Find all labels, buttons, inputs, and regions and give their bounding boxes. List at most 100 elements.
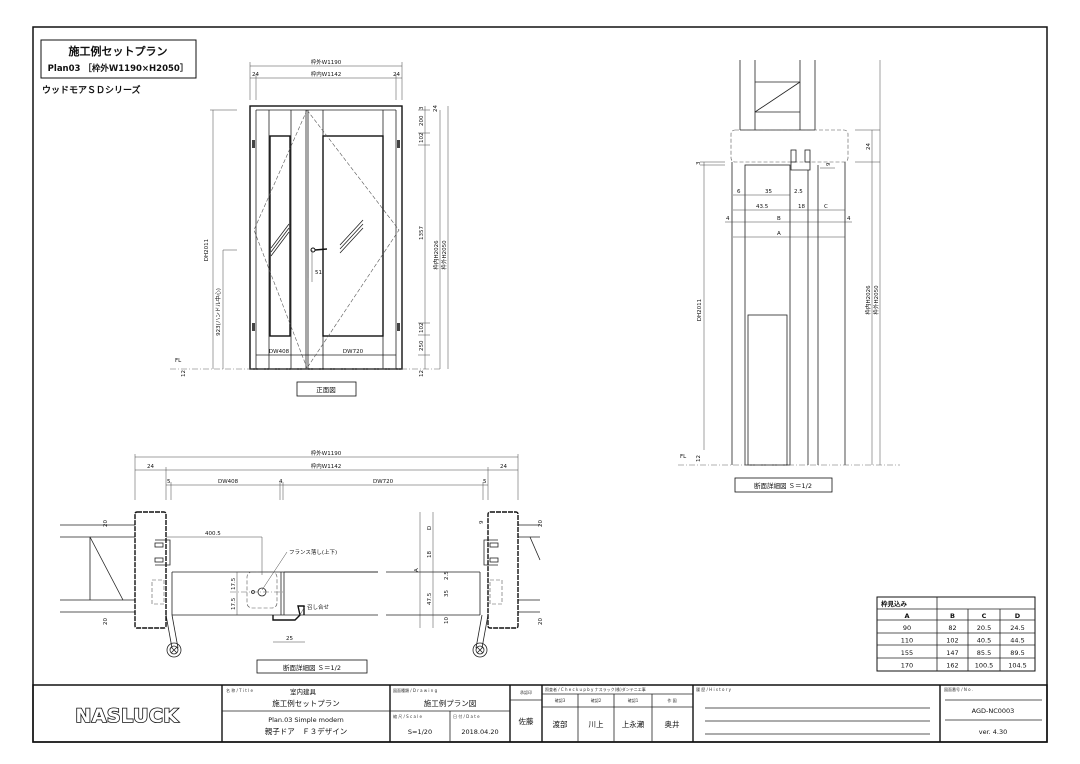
sec-dim-4-left: 4 [726,216,730,222]
hinge-right-icon [472,614,489,658]
sec-dim-43-5: 43.5 [756,204,769,210]
plan-dw-left: DW408 [218,479,239,485]
sec-inner-height: 枠内H2026 [864,285,872,315]
elev-floor-mark: FL [175,358,182,364]
table-cell: 102 [946,637,958,645]
table-cell: 170 [901,662,913,670]
tb-scale-value: S=1/20 [408,728,432,736]
hinge-left-icon [165,614,182,658]
table-cell: 24.5 [1010,624,1024,632]
plan-wall-top: 20 [103,520,109,527]
elev-dim-200: 200 [419,115,425,126]
plan-r-18: 18 [427,551,433,558]
plan-side-left: 24 [147,464,154,470]
table-cell: 89.5 [1010,649,1024,657]
checker-role: 確認1 [628,697,639,703]
tb-number-value: AGD-NC0003 [972,707,1015,715]
table-cell: 90 [903,624,911,632]
tb-title-main: 室内建具 [290,687,317,696]
plan-outer-width: 枠外W1190 [311,449,342,457]
sec-dh: DH2011 [697,299,703,321]
elev-dw-right: DW720 [343,349,364,355]
sec-dim-24: 24 [866,143,872,150]
table-cell: 162 [946,662,958,670]
plan-gap-right: 5 [483,479,487,485]
table-header-d: D [1015,612,1021,620]
checker-name: 川上 [589,720,604,729]
plan-inner-width: 枠内W1142 [311,462,341,470]
plan-gap-left: 5 [167,479,171,485]
plan-dim-400-5: 400.5 [205,531,221,537]
elev-dim-102b: 102 [419,323,425,334]
plan-r-9: 9 [479,520,485,524]
table-header-a: A [904,612,909,620]
sec-dim-3: 3 [696,161,702,165]
plan-dw-right: DW720 [373,479,394,485]
plan-flush-bolt: フランス落し(上下) [289,548,337,556]
elev-dim-1357: 1357 [419,226,425,240]
plan-r-a: A [414,568,420,572]
table-header-c: C [982,612,987,620]
plan-wall-top-right: 20 [538,520,544,527]
sec-dim-9: 9 [826,162,832,166]
tb-title-caption: 名 称 / T i t l e [226,687,253,693]
checker-role: 確認3 [555,697,566,703]
tb-title-line3: Plan.03 Simple modern [268,716,344,724]
sec-dim-35: 35 [765,189,772,195]
elev-dim-250: 250 [419,340,425,351]
table-title: 枠見込み [881,599,908,608]
sec-dim-c: C [824,204,828,210]
tb-drawing-value: 施工例プラン図 [424,698,477,708]
checker-name: 奥井 [665,719,680,729]
plan-r-d: D [427,526,433,530]
elev-side-left: 24 [252,72,259,78]
elev-side-right: 24 [393,72,400,78]
table-cell: 155 [901,649,913,657]
elev-dim-51: 51 [315,270,322,276]
front-elevation: 枠外W1190 枠内W1142 24 24 51 DW408 DW720 [170,58,449,397]
tb-date-value: 2018.04.20 [461,728,498,736]
elev-dim-24: 24 [433,105,439,112]
nasluck-logo: NASLUCK [75,704,180,728]
sec-dim-b: B [777,216,781,222]
tb-date-caption: 日 付 / D a t e [453,713,480,719]
table-cell: 104.5 [1008,662,1027,670]
header-box: 施工例セットプラン Plan03 ［枠外W1190×H2050］ ウッドモアＳＤ… [40,39,197,96]
elev-outer-width: 枠外W1190 [311,58,342,66]
plan-r-10: 10 [444,617,450,624]
sec-label: 断面詳細図 Ｓ＝1/2 [754,481,812,490]
table-cell: 147 [946,649,958,657]
table-cell: 100.5 [975,662,994,670]
plan-dim-17-5b: 17.5 [231,597,237,610]
sec-dim-18: 18 [798,204,805,210]
plan-section: 枠外W1190 枠内W1142 24 24 5 DW408 4 DW720 5 [60,449,544,674]
title-block: NASLUCK 名 称 / T i t l e 室内建具 施工例セットプラン P… [32,684,1048,743]
tb-number-caption: 図面番号 / N o . [944,686,973,692]
table-cell: 110 [901,637,913,645]
plan-wall-bottom-right: 20 [538,618,544,625]
plan-r-2-5: 2.5 [444,571,450,580]
elev-inner-height: 枠内H2026 [432,240,440,270]
elev-label: 正面図 [316,386,336,394]
plan-gap-mid: 4 [279,479,283,485]
plan-dim-25: 25 [286,636,293,642]
table-cell: 85.5 [977,649,991,657]
table-cell: 82 [948,624,956,632]
tb-version: ver. 4.30 [979,728,1008,736]
plan-side-right: 24 [500,464,507,470]
sec-dim-2-5: 2.5 [794,189,803,195]
elev-dim-3: 3 [419,106,425,110]
header-series: ウッドモアＳＤシリーズ [42,84,141,96]
elev-dim-102a: 102 [419,133,425,144]
elev-dw-left: DW408 [269,349,290,355]
header-title: 施工例セットプラン [69,44,168,58]
sec-outer-height: 枠外H2050 [872,285,880,315]
vertical-section: 6 35 2.5 43.5 18 C 4 B 4 A 9 3 DH2011 24… [678,60,900,493]
plan-r-35: 35 [444,590,450,597]
svg-text:NASLUCK: NASLUCK [75,705,179,727]
sec-dim-a: A [777,231,781,237]
door-handle-icon [310,247,316,253]
elev-dim-12: 12 [419,370,425,377]
sec-dim-6: 6 [737,189,741,195]
table-cell: 20.5 [977,624,991,632]
